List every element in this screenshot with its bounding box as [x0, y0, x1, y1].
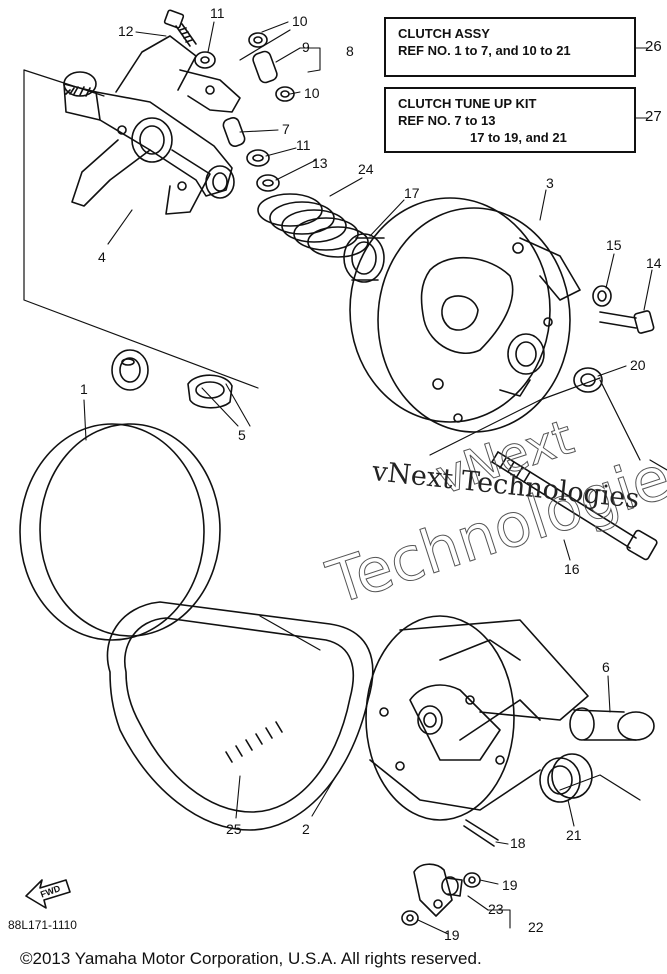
sleeve-part-6 — [569, 707, 655, 741]
tune-up-kit-refs-1: REF NO. 7 to 13 — [398, 113, 496, 128]
callout-13: 13 — [312, 155, 328, 171]
callout-23: 23 — [488, 901, 504, 917]
washer-part-15 — [592, 285, 612, 307]
bushing-part-17 — [343, 233, 385, 283]
callout-24: 24 — [358, 161, 374, 177]
collar-part-20 — [573, 367, 603, 393]
callout-10-mid: 10 — [304, 85, 320, 101]
callout-10-top: 10 — [292, 13, 308, 29]
callout-16: 16 — [564, 561, 580, 577]
watermark: Technologies vNext — [319, 409, 667, 620]
bushing-part-21 — [539, 753, 593, 803]
callout-9: 9 — [302, 39, 310, 55]
leader-lines — [83, 21, 653, 935]
nut-part-19-lower — [401, 910, 419, 926]
bolt-part-14 — [599, 310, 655, 334]
assembly-frame-lines — [23, 29, 667, 801]
drive-belt-part-25 — [106, 601, 374, 831]
callout-19-upper: 19 — [502, 877, 518, 893]
ref-number-26: 26 — [645, 38, 662, 55]
copyright-notice: ©2013 Yamaha Motor Corporation, U.S.A. A… — [20, 949, 482, 968]
callout-15: 15 — [606, 237, 622, 253]
small-parts-top — [194, 32, 295, 192]
callout-21: 21 — [566, 827, 582, 843]
callout-8: 8 — [346, 43, 354, 59]
callout-12: 12 — [118, 23, 134, 39]
slider-shoe-part-5 — [187, 374, 233, 409]
callout-4: 4 — [98, 249, 106, 265]
tune-up-kit-title: CLUTCH TUNE UP KIT — [398, 96, 537, 111]
spider-hub-part-4 — [63, 35, 241, 215]
bolt-part-16 — [491, 451, 658, 561]
callout-19-lower: 19 — [444, 927, 460, 943]
fwd-arrow-icon — [25, 879, 71, 909]
tune-up-kit-refs-2: 17 to 19, and 21 — [470, 130, 567, 145]
callout-25: 25 — [226, 821, 242, 837]
bolt-part-12 — [163, 9, 197, 47]
callout-5: 5 — [238, 427, 246, 443]
callout-6: 6 — [602, 659, 610, 675]
callout-7: 7 — [282, 121, 290, 137]
pin-part-18 — [463, 819, 499, 847]
callout-22: 22 — [528, 919, 544, 935]
roller-part-23 — [441, 876, 463, 897]
callout-2: 2 — [302, 821, 310, 837]
cover-part-3 — [349, 197, 581, 433]
callout-20: 20 — [630, 357, 646, 373]
weight-arm-part-22 — [413, 863, 453, 917]
drawing-code: 88L171-1110 — [8, 918, 77, 932]
spring-part-24 — [257, 193, 369, 258]
sheave-disc-part-1 — [19, 349, 221, 641]
ref-number-27: 27 — [645, 108, 662, 125]
clutch-assy-title: CLUTCH ASSY — [398, 26, 490, 41]
callout-11-mid: 11 — [296, 137, 311, 153]
callout-14: 14 — [646, 255, 662, 271]
tune-up-kit-box: CLUTCH TUNE UP KIT REF NO. 7 to 13 17 to… — [384, 87, 636, 153]
movable-sheave-part-2 — [365, 615, 589, 821]
callout-1: 1 — [80, 381, 88, 397]
callout-18: 18 — [510, 835, 526, 851]
callout-17: 17 — [404, 185, 420, 201]
callout-3: 3 — [546, 175, 554, 191]
clutch-assy-refs: REF NO. 1 to 7, and 10 to 21 — [398, 43, 571, 58]
callout-11-top: 11 — [210, 5, 225, 21]
nut-part-19-upper — [463, 872, 481, 888]
clutch-assy-box: CLUTCH ASSY REF NO. 1 to 7, and 10 to 21 — [384, 17, 636, 77]
